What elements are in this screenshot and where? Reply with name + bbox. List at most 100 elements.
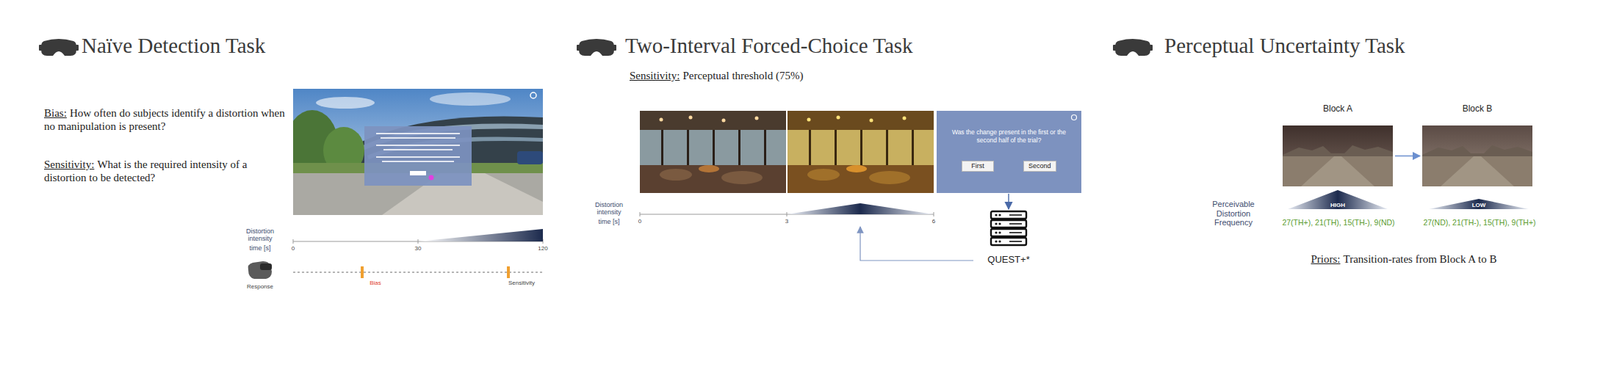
block-scene-shape-part [1301,156,1375,187]
block-scene-shape-part [1422,156,1533,187]
block-scene-text: Block A [1282,103,1393,114]
axis-title-text: time [s] [249,244,271,252]
quest-server-shape-part [994,222,997,225]
tick-label: 0 [291,245,295,253]
flow-arrow [1395,155,1421,157]
interior-photo-part [787,110,934,194]
frequency-triangle: HIGH [1287,190,1388,210]
answer-button: First [961,160,994,172]
interior-photo-part [755,116,759,121]
interior-photo-part [787,130,934,166]
question-text: Sensitivity:What is the required intensi… [44,157,287,185]
quest-server: QUEST+* [977,210,1041,275]
headset-icon-part [75,44,79,51]
interior-photo [639,110,787,194]
interior-photo-part [639,110,787,131]
outdoor-photo [293,88,543,216]
question-text: Bias:How often do subjects identify a di… [44,106,287,133]
quest-feedback-line [860,226,974,261]
axis-title-text: Distortion intensity [246,227,275,243]
axis-title-text: Distortion intensity [595,201,623,216]
flow-arrow [1007,193,1009,210]
axis-title-text: Perceivable Distortion Frequency [1212,199,1254,227]
frequency-list-text: 27(TH+), 21(TH), 15(TH-), 9(ND) [1281,218,1395,227]
interior-photo-part [639,110,787,194]
question-dialog: Was the change present in the first or t… [936,110,1082,194]
quest-server-shape-part [998,231,1001,234]
headset-icon-part [38,44,42,51]
outdoor-photo-part [364,126,472,186]
measure-text-text: Perceptual threshold (75%) [682,69,803,82]
tick-label: 30 [415,245,422,253]
interior-photo-part [689,116,693,120]
interior-photo-part [639,130,787,166]
outdoor-photo-part [376,156,460,158]
quest-server-shape-part [991,229,1027,237]
task-heading: Perceptual Uncertainty Task [1164,33,1406,59]
response-timeline-part [360,266,364,279]
answer-button-text: First [966,162,989,171]
intensity-ramp [293,229,543,244]
tick-label: 0 [638,218,642,226]
quest-server-shape-part [998,222,1001,225]
block-scene-shape-part [1422,145,1533,187]
interior-photo-part [712,130,715,166]
outdoor-photo-part [293,88,543,216]
term-label: Sensitivity: [629,69,680,82]
quest-server-shape-part [1009,223,1022,225]
hand-icon [248,261,272,280]
block-scene-shape-part [1422,125,1533,187]
interior-photo-part [807,118,812,122]
interior-photo-part [860,130,863,166]
quest-server-shape-part [1009,240,1022,243]
interior-photo-part [885,130,889,166]
headset-icon-part [1115,38,1151,56]
headset-icon-part [576,44,580,51]
axis-title: Distortion intensity [587,201,631,216]
interior-photo-part [721,171,763,185]
outdoor-photo-part [383,149,453,151]
interior-photo-part [834,130,837,166]
headset-icon [576,38,617,56]
block-scene-shape-part [1440,156,1515,187]
block-scene-shape-part [1282,145,1393,187]
marker-label: Bias [369,279,382,288]
tick-label: 120 [537,245,548,253]
trial-intensity-axis [639,203,934,217]
task-heading: Two-Interval Forced-Choice Task [625,33,914,59]
interior-photo-part [846,165,867,173]
trial-intensity-axis-part [786,203,934,215]
measure-text: Sensitivity:Perceptual threshold (75%) [629,69,804,83]
frequency-triangle-text: LOW [1428,202,1529,209]
outdoor-photo-part [376,132,460,135]
question-text-text: How often do subjects identify a distort… [44,107,286,133]
measure-text-text: Transition-rates from Block A to B [1343,253,1498,266]
question-dialog-shape-part [936,110,1082,194]
outdoor-photo-part [315,96,375,109]
outdoor-photo-part [429,92,511,106]
headset-icon-part [613,44,617,51]
interior-photo-part [698,165,720,173]
outdoor-photo-part [380,137,456,139]
tick-label-text: 0 [291,245,295,252]
outdoor-photo-part [376,144,460,147]
task-heading: Naïve Detection Task [81,33,266,59]
measure-text: Priors:Transition-rates from Block A to … [1310,252,1497,266]
answer-button-text: Second [1028,162,1052,171]
axis-title: Distortion intensity [238,227,282,243]
quest-server-shape-part [994,213,997,216]
block-scene-shape [1422,125,1533,187]
marker-label: Sensitivity [508,279,535,288]
quest-server-shape-part [994,231,997,234]
quest-server-shape-part [1009,214,1022,216]
term-label: Sensitivity: [44,158,95,171]
axis-title: time [s] [249,244,271,252]
quest-server-shape-part [1009,232,1022,234]
hand-icon-part [260,263,272,271]
outdoor-photo-part [530,92,537,99]
term-label: Bias: [44,107,67,120]
quest-feedback-line-part [860,226,974,261]
